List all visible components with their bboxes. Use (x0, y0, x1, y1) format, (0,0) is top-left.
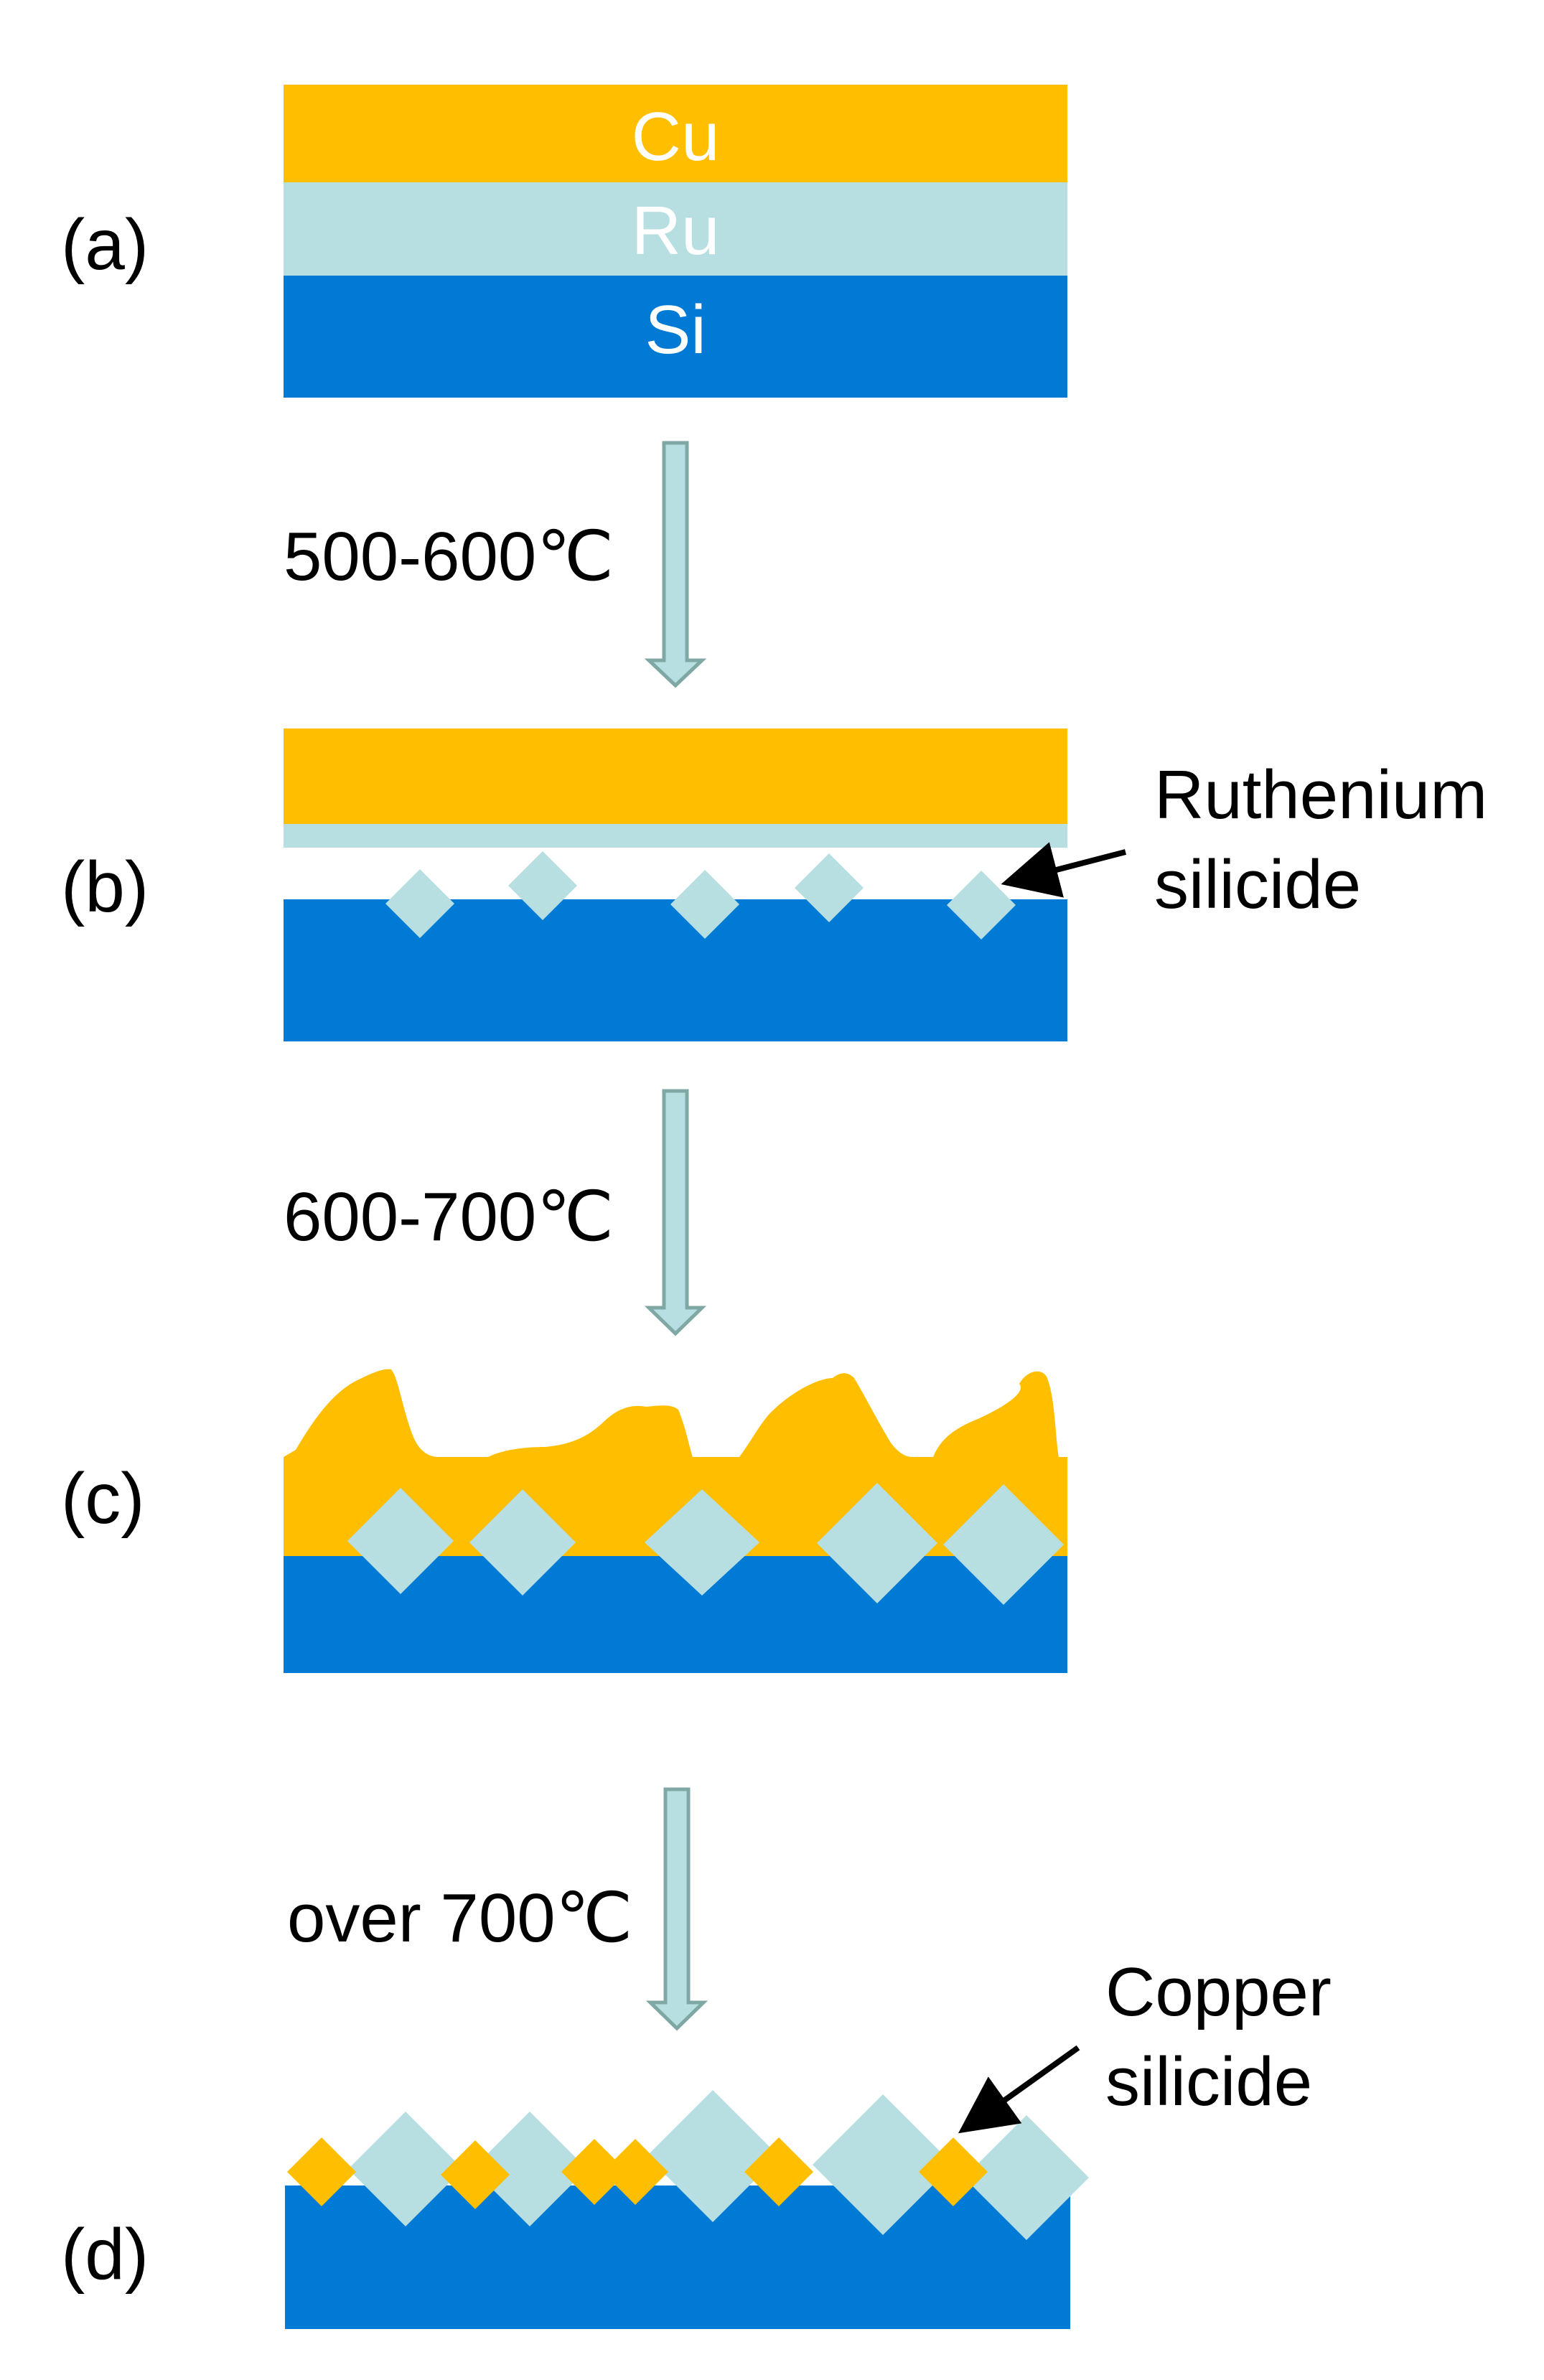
si-layer-label: Si (645, 291, 706, 368)
ruthenium-silicide-grain (795, 853, 864, 922)
ruthenium-silicide-grain (347, 1488, 454, 1594)
panel-b: (b) Ruthenium silicide (61, 728, 1487, 1041)
ru-layer-label: Ru (632, 192, 720, 269)
ruthenium-silicide-grain (813, 2094, 953, 2235)
panel-label-a: (a) (61, 205, 149, 285)
panel-a: Cu Ru Si (a) (61, 85, 1067, 398)
copper-silicide-grain (919, 2137, 988, 2206)
ruthenium-silicide-pointer (1001, 842, 1127, 898)
copper-silicide-label-line2: silicide (1105, 2043, 1312, 2120)
ruthenium-silicide-grain (817, 1483, 937, 1603)
copper-silicide-grain (287, 2137, 356, 2206)
panel-c: (c) (61, 1369, 1067, 1673)
copper-silicide-pointer (958, 2045, 1080, 2134)
panel-label-c: (c) (61, 1458, 145, 1539)
process-arrow (644, 1089, 707, 1336)
ruthenium-silicide-grain (647, 2090, 779, 2222)
copper-silicide-grain (744, 2137, 813, 2206)
ru-layer (284, 182, 1067, 276)
panel-label-b: (b) (61, 847, 149, 927)
copper-silicide-grain (561, 2139, 627, 2205)
panel-d: (d) Copper silicide (61, 1954, 1332, 2329)
temperature-label-1: 500-600℃ (284, 518, 614, 595)
ru-layer (284, 824, 1067, 848)
ruthenium-silicide-grain (348, 2112, 463, 2226)
step-arrow-2: 600-700℃ (284, 1089, 707, 1336)
panel-label-d: (d) (61, 2214, 149, 2295)
cu-layer (284, 85, 1067, 182)
copper-silicide-grain (441, 2140, 510, 2209)
ruthenium-silicide-grain (469, 1489, 576, 1596)
si-substrate (284, 899, 1067, 1041)
ruthenium-silicide-grain (508, 851, 577, 920)
si-substrate (284, 276, 1067, 398)
step-arrow-3: over 700℃ (287, 1787, 708, 2031)
temperature-label-3: over 700℃ (287, 1880, 632, 1957)
ruthenium-silicide-grain (964, 2115, 1089, 2240)
cu-layer-label: Cu (632, 98, 720, 175)
ruthenium-silicide-label-line2: silicide (1154, 846, 1361, 923)
ruthenium-silicide-grain (943, 1484, 1064, 1605)
ruthenium-silicide-grain (385, 869, 454, 938)
ruthenium-silicide-grain (670, 870, 739, 939)
process-arrow (645, 1787, 708, 2031)
ruthenium-silicide-grain (472, 2112, 587, 2226)
ruthenium-silicide-label-line1: Ruthenium (1154, 756, 1487, 833)
copper-silicide-grain (602, 2139, 668, 2205)
cu-layer (284, 728, 1067, 824)
step-arrow-1: 500-600℃ (284, 441, 707, 688)
temperature-label-2: 600-700℃ (284, 1179, 614, 1255)
ruthenium-silicide-grain (947, 871, 1016, 940)
copper-silicide-label-line1: Copper (1105, 1954, 1332, 2030)
process-arrow (644, 441, 707, 688)
ruthenium-silicide-grain (645, 1489, 759, 1596)
